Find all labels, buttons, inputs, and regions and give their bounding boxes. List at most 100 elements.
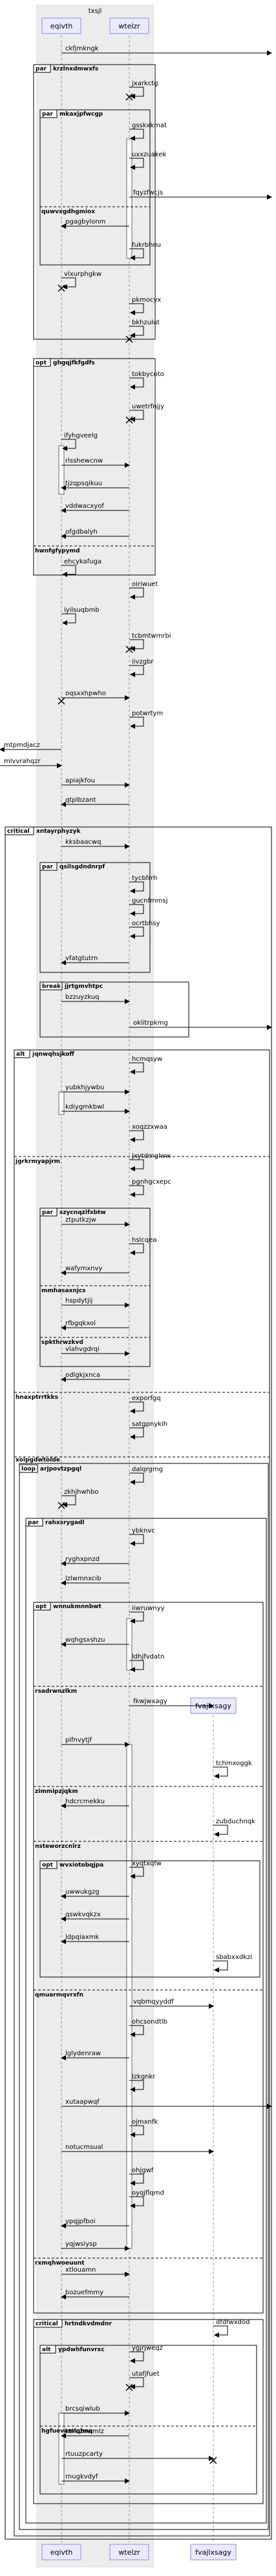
frame-critical <box>5 826 272 2540</box>
self-message-arrow <box>129 410 144 422</box>
message: gsskxkmat <box>129 122 167 141</box>
message: ckfjmkngk <box>61 45 272 56</box>
message: xutaapwqf <box>61 2099 272 2109</box>
svg-text:par: par <box>28 1520 39 1526</box>
self-message-arrow <box>129 129 144 141</box>
self-message-arrow <box>129 87 144 99</box>
frame-break <box>39 981 189 1038</box>
message: fukrbhnu <box>129 242 161 260</box>
message: vqbmqyyddf <box>129 1998 214 2009</box>
message-label: ojmxnfk <box>132 2119 158 2126</box>
svg-text:qsilsgdndnrpf: qsilsgdndnrpf <box>59 864 105 870</box>
message: xyqtxqfw <box>129 1860 162 1879</box>
message: odlgkjxnca <box>61 1372 129 1382</box>
message: fkwjwxagy <box>129 1698 214 1708</box>
svg-text:wtelzr: wtelzr <box>118 22 140 30</box>
message-label: tokbycoto <box>132 371 164 378</box>
participant-eqivth-top[interactable]: eqivth <box>41 17 81 34</box>
self-message-arrow <box>129 639 144 651</box>
frame-alt <box>14 1049 270 2537</box>
message: qtplbzant <box>61 797 129 807</box>
svg-text:szycnqzifxbtw: szycnqzifxbtw <box>59 1209 106 1216</box>
message: vlahvgdrqi <box>61 1346 130 1356</box>
message-label: iivzgbr <box>132 658 154 665</box>
svg-text:wvxiotobqjpa: wvxiotobqjpa <box>59 1862 103 1869</box>
message: kksbaacwq <box>61 839 130 849</box>
message: xoqzzxwaa <box>129 1124 167 1142</box>
self-message-arrow <box>129 2025 144 2037</box>
svg-text:par: par <box>42 864 54 870</box>
self-message-arrow <box>61 613 76 625</box>
message: tcbmtwmrbi <box>129 633 171 651</box>
message: uxxzuakek <box>129 151 166 170</box>
frame-section-label: quwvxgdhgmiox <box>41 209 95 215</box>
svg-text:opt: opt <box>36 360 47 366</box>
message-label: ybknvc <box>132 1527 155 1534</box>
frame-section-label: hnaxptrrtkks <box>16 1394 58 1401</box>
frame-opt-3 <box>39 1860 260 1978</box>
message-label: fqyzfwcjs <box>133 189 163 196</box>
message-label: jxytdmglww <box>131 1153 171 1160</box>
message: ldpqiaxmk <box>61 1934 129 1944</box>
message-label: utafjfuet <box>132 2371 160 2378</box>
message-label: rlsshewcnw <box>65 457 103 465</box>
message: xtlouamn <box>61 2267 130 2277</box>
message-label: jxarkctg <box>131 80 158 87</box>
participant-eqivth-bottom[interactable]: eqivth <box>41 2544 81 2560</box>
message-label: kksbaacwq <box>65 839 101 846</box>
message: ehcykafuga <box>61 558 101 577</box>
destroy-x-icon <box>125 645 133 653</box>
message: bkhzulut <box>129 319 160 338</box>
message-label: vlahvgdrqi <box>65 1346 100 1353</box>
message: tjzqpsqikuu <box>61 480 129 490</box>
self-message-arrow <box>129 326 144 338</box>
message-label: rtuuzpcarty <box>65 2451 103 2458</box>
message: oiriwuet <box>129 581 158 600</box>
svg-text:fvajlxsagy: fvajlxsagy <box>195 2548 231 2557</box>
message: utafjfuet <box>129 2371 160 2389</box>
frame-section-label: nsteworzcnlrz <box>35 1843 81 1850</box>
message: jxarkctg <box>129 80 158 99</box>
message-label: ryghxpnzd <box>65 1556 100 1563</box>
activation-bar <box>126 138 133 259</box>
message-label: fkwjwxagy <box>133 1698 167 1705</box>
frame-critical-2 <box>33 2319 264 2504</box>
participant-fvajlxsagy-bottom[interactable]: fvajlxsagy <box>190 2544 237 2560</box>
self-message-arrow <box>129 1185 144 1197</box>
message: rfbgqkxol <box>61 1320 129 1330</box>
message-label: xtlouamn <box>65 2267 96 2274</box>
frame-section-label: hwnfgfypymd <box>35 548 80 554</box>
participant-wtelzr-top[interactable]: wtelzr <box>109 17 149 34</box>
message-label: mtpmdjacz <box>4 742 40 749</box>
self-message-arrow <box>129 2125 144 2137</box>
activation-bar <box>58 445 65 495</box>
message-label: lglydenraw <box>65 2050 101 2057</box>
frame-par-4 <box>25 1518 267 2524</box>
self-message-arrow <box>213 2325 228 2338</box>
message: pkmocyx <box>129 297 161 315</box>
message: dfdfwxdod <box>213 2319 249 2338</box>
frame-section-label: jgrkrmyapjrm <box>15 1158 60 1165</box>
message: brcsqiwlub <box>61 2405 130 2416</box>
message: kdiygmkbwl <box>61 1104 130 1114</box>
message-label: odlgkjxnca <box>65 1372 100 1379</box>
frame-section-label: zimmipzjqkm <box>35 1788 78 1795</box>
message-label: potwrtym <box>132 710 163 717</box>
message-label: bozuefmmy <box>65 2289 103 2296</box>
self-message-arrow <box>129 665 144 677</box>
activation-bar <box>58 2413 65 2485</box>
message: plfnvytjf <box>61 1737 130 1747</box>
self-message-arrow <box>129 2377 144 2389</box>
participant-wtelzr-bottom[interactable]: wtelzr <box>109 2544 149 2560</box>
self-message-arrow <box>129 587 144 600</box>
frame-section-label: hgfuevamlqhnq <box>41 2428 92 2435</box>
svg-text:eqivth: eqivth <box>50 22 73 30</box>
destroy-x-icon <box>58 284 65 292</box>
message-label: kthuznwmlz <box>65 2428 104 2435</box>
message-label: tchmxoggk <box>216 1760 252 1767</box>
message-label: satgpnykih <box>132 1421 167 1428</box>
